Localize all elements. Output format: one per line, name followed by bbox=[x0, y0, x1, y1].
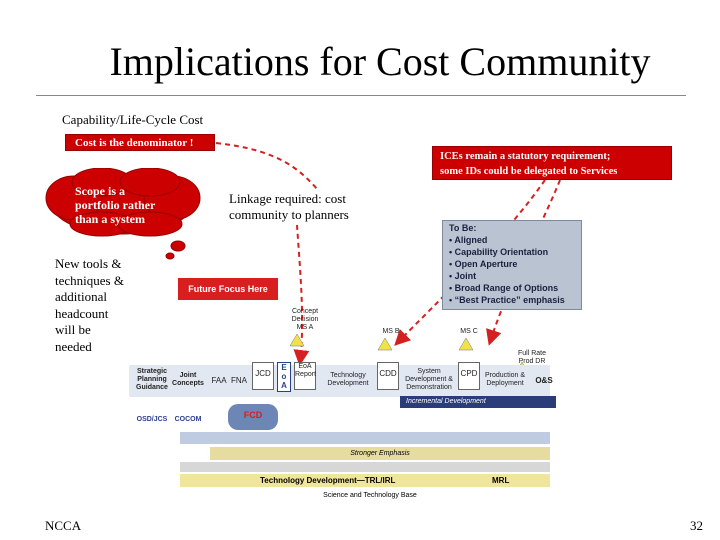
ms-b-triangle bbox=[377, 337, 393, 351]
osd-jcs-label: OSD/JCS bbox=[136, 416, 168, 423]
tech-dev-line: Technology bbox=[330, 372, 366, 379]
fcd-cluster bbox=[228, 404, 278, 430]
page-number: 32 bbox=[690, 518, 703, 533]
title-divider bbox=[36, 95, 686, 96]
ms-c-label: MS C bbox=[460, 328, 478, 335]
slide-title: Implications for Cost Community bbox=[109, 39, 651, 84]
sdd-line: Demonstration bbox=[406, 384, 452, 391]
strategic-guidance: Strategic Planning Guidance bbox=[132, 368, 172, 392]
prod-line: Deployment bbox=[486, 380, 524, 387]
to-be-item: • Open Aperture bbox=[449, 259, 518, 269]
footer-org: NCCA bbox=[45, 518, 82, 533]
strategic-line: Strategic bbox=[137, 368, 167, 375]
cloud-line-1: Scope is a bbox=[75, 184, 126, 198]
new-tools-line: techniques & bbox=[55, 272, 124, 288]
to-be-list: • Aligned • Capability Orientation • Ope… bbox=[443, 234, 581, 306]
prod-line: Production & bbox=[484, 372, 526, 379]
cdd-doc: CDD bbox=[377, 362, 399, 390]
joint-line: Concepts bbox=[172, 380, 204, 387]
grey-ovals-row bbox=[180, 462, 550, 472]
callout-ices-line2: some IDs could be delegated to Services bbox=[440, 166, 618, 177]
to-be-heading: To Be: bbox=[449, 223, 477, 233]
concept-decision-label: Concept Decision MS A bbox=[282, 308, 328, 332]
jcd-doc: JCD bbox=[252, 362, 274, 390]
os-phase: O&S bbox=[535, 376, 553, 385]
sdd-phase: System Development & Demonstration bbox=[401, 368, 457, 392]
cloud-line-2: portfolio rather bbox=[75, 198, 156, 212]
future-focus-banner: Future Focus Here bbox=[178, 278, 278, 300]
strategic-line: Guidance bbox=[136, 384, 168, 391]
process-row bbox=[130, 365, 550, 397]
new-tools-line: New tools & bbox=[55, 256, 122, 271]
linkage-line-1: Linkage required: cost bbox=[229, 191, 346, 206]
concept-decision-line: MS A bbox=[296, 324, 314, 331]
callout-denominator: Cost is the denominator ! bbox=[65, 134, 215, 151]
to-be-box: To Be: • Aligned • Capability Orientatio… bbox=[442, 220, 582, 310]
arrow-denominator bbox=[215, 142, 319, 191]
new-tools-line: additional bbox=[55, 289, 107, 304]
tech-dev-trl-label: Technology Development—TRL/IRL bbox=[260, 476, 396, 485]
concept-decision-line: Decision bbox=[291, 316, 319, 323]
frp-line: Full Rate bbox=[517, 350, 546, 357]
joint-line: Joint bbox=[179, 372, 197, 379]
ms-c-triangle bbox=[458, 337, 474, 351]
ms-a-triangle bbox=[289, 333, 305, 347]
cloud-text: Scope is a portfolio rather than a syste… bbox=[75, 184, 155, 226]
to-be-item: • Broad Range of Options bbox=[449, 283, 559, 293]
sdd-line: System bbox=[417, 368, 441, 375]
fna-label: FNA bbox=[231, 376, 247, 385]
tech-dev-phase: Technology Development bbox=[322, 372, 374, 388]
faa-label: FAA bbox=[211, 376, 227, 385]
slide-subtitle: Capability/Life-Cycle Cost bbox=[62, 112, 204, 127]
thought-cloud bbox=[45, 168, 201, 260]
to-be-item: • Joint bbox=[449, 271, 477, 281]
new-tools-line: needed bbox=[55, 338, 92, 354]
cocom-label: COCOM bbox=[174, 416, 202, 423]
incremental-development-bar: Incremental Development bbox=[400, 396, 556, 408]
tech-dev-line: Development bbox=[327, 380, 369, 387]
to-be-item: • “Best Practice” emphasis bbox=[449, 295, 565, 305]
linkage-line-2: community to planners bbox=[229, 207, 349, 222]
new-tools-line: will be bbox=[55, 322, 91, 337]
callout-denominator-text: Cost is the denominator ! bbox=[75, 137, 194, 149]
new-tools-line: headcount bbox=[55, 305, 109, 321]
concept-decision-line: Concept bbox=[291, 308, 319, 315]
strategic-line: Planning bbox=[137, 376, 167, 383]
sdd-line: Development & bbox=[405, 376, 453, 383]
callout-ices: ICEs remain a statutory requirement; som… bbox=[432, 146, 672, 180]
mrl-label: MRL bbox=[492, 476, 510, 485]
to-be-item: • Capability Orientation bbox=[449, 247, 549, 257]
production-phase: Production & Deployment bbox=[480, 372, 530, 388]
stronger-emphasis-bar: Stronger Emphasis bbox=[210, 447, 550, 460]
eoa-report-line: Report bbox=[295, 371, 317, 378]
to-be-item: • Aligned bbox=[449, 235, 488, 245]
tech-dev-trl-bar: Technology Development—TRL/IRL MRL bbox=[180, 474, 550, 487]
cloud-line-3: than a system bbox=[75, 212, 146, 226]
callout-ices-line1: ICEs remain a statutory requirement; bbox=[440, 151, 611, 162]
joint-concepts: Joint Concepts bbox=[171, 372, 205, 388]
eoa-report-line: EoA bbox=[298, 363, 312, 370]
science-tech-base-bar: Science and Technology Base bbox=[180, 489, 560, 502]
blue-ovals-row bbox=[180, 432, 550, 444]
eoa-report: EoA Report bbox=[294, 362, 316, 390]
linkage-text: Linkage required: cost community to plan… bbox=[229, 191, 369, 223]
ms-b-label: MS B bbox=[382, 328, 400, 335]
new-tools-text: New tools & techniques & additional head… bbox=[55, 256, 135, 355]
frp-line: Prod DR bbox=[518, 358, 546, 365]
cpd-doc: CPD bbox=[458, 362, 480, 390]
frp-dr-label: Full Rate Prod DR bbox=[512, 350, 552, 366]
fcd-label: FCD bbox=[243, 410, 263, 420]
